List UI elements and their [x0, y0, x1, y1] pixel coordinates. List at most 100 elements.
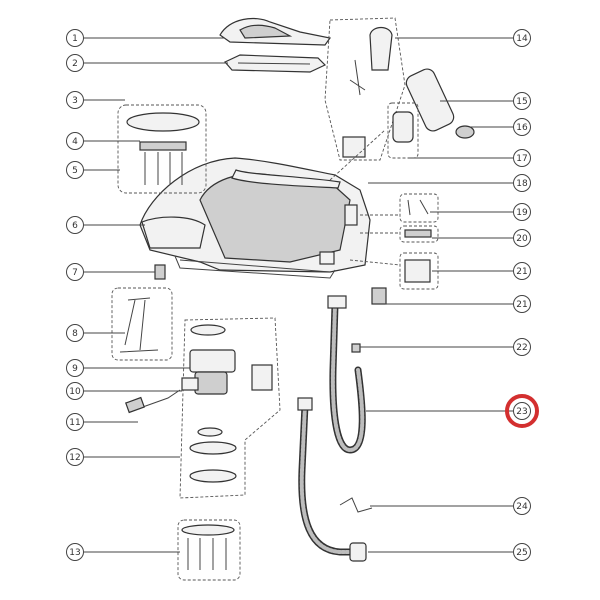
callout-6: 6 [66, 216, 145, 234]
callout-circle [66, 216, 84, 234]
callout-5: 5 [66, 161, 120, 179]
callout-number: 11 [69, 418, 80, 428]
callout-number: 18 [516, 179, 528, 189]
callout-number: 24 [516, 502, 528, 512]
callout-number: 15 [516, 97, 527, 107]
motor-assembly-group [179, 317, 281, 499]
callout-circle [513, 229, 531, 247]
callout-number: 8 [72, 329, 78, 339]
block-part [342, 136, 366, 158]
valve-group [399, 193, 439, 290]
callout-circle [66, 448, 84, 466]
connector-part [371, 287, 387, 305]
callout-circle [513, 402, 531, 420]
callout-12: 12 [66, 448, 180, 466]
cassette-group [387, 102, 419, 159]
callout-14: 14 [395, 29, 531, 47]
callout-7: 7 [66, 263, 155, 281]
hose-23-part [327, 295, 366, 454]
highlight-ring [505, 394, 539, 428]
callout-number: 21 [516, 267, 527, 277]
callout-number: 21 [516, 300, 527, 310]
callout-number: 20 [516, 234, 528, 244]
callout-18: 18 [368, 174, 531, 192]
callout-number: 2 [72, 59, 78, 69]
callout-24: 24 [370, 497, 531, 515]
callout-circle [513, 29, 531, 47]
main-body-part [139, 157, 371, 279]
callout-circle [66, 324, 84, 342]
callout-21: 21 [385, 295, 531, 313]
gasket-part [224, 54, 327, 73]
callout-number: 6 [72, 221, 78, 231]
callout-number: 17 [516, 154, 527, 164]
cable-part [125, 389, 181, 414]
callout-circle [513, 149, 531, 167]
callout-circle [66, 543, 84, 561]
handle-part [219, 17, 332, 46]
callout-number: 3 [72, 96, 78, 106]
callout-circle [66, 263, 84, 281]
connection-lines [329, 129, 401, 266]
callout-19: 19 [430, 203, 531, 221]
callout-17: 17 [408, 149, 531, 167]
callout-number: 5 [72, 166, 78, 176]
callout-circle [66, 54, 84, 72]
filter-cartridge-part [405, 68, 475, 139]
callout-number: 19 [516, 208, 528, 218]
washer-part [351, 343, 361, 353]
callout-1: 1 [66, 29, 225, 47]
right-callouts: 14 15 16 17 18 19 20 21 21 22 23 24 25 [360, 29, 539, 561]
hose-25-part [297, 397, 367, 562]
callout-23: 23 [366, 394, 539, 428]
callout-2: 2 [66, 54, 228, 72]
callout-number: 7 [72, 268, 78, 278]
callout-circle [66, 29, 84, 47]
callout-21: 21 [432, 262, 531, 280]
lid-assembly-group [117, 104, 207, 194]
spring-clip-part [339, 497, 373, 513]
callout-circle [513, 543, 531, 561]
callout-circle [513, 92, 531, 110]
callout-number: 16 [516, 123, 528, 133]
callout-number: 25 [516, 548, 527, 558]
callout-circle [66, 161, 84, 179]
callout-11: 11 [66, 413, 138, 431]
callout-number: 22 [516, 343, 527, 353]
callout-circle [513, 338, 531, 356]
callout-number: 1 [72, 34, 78, 44]
callout-number: 10 [69, 387, 81, 397]
callout-13: 13 [66, 543, 180, 561]
callout-circle [513, 203, 531, 221]
callout-16: 16 [470, 118, 531, 136]
clip-part [154, 264, 166, 280]
callout-10: 10 [66, 382, 182, 400]
callout-8: 8 [66, 324, 125, 342]
callout-9: 9 [66, 359, 190, 377]
callout-number: 4 [72, 137, 78, 147]
callout-circle [66, 132, 84, 150]
callout-15: 15 [440, 92, 531, 110]
callout-circle [66, 382, 84, 400]
callout-number: 23 [516, 407, 527, 417]
bracket-group [111, 287, 173, 361]
screw-set-group [177, 519, 241, 581]
callout-circle [513, 295, 531, 313]
callout-circle [66, 359, 84, 377]
callout-number: 9 [72, 364, 78, 374]
callout-3: 3 [66, 91, 125, 109]
callout-20: 20 [432, 229, 531, 247]
callout-22: 22 [360, 338, 531, 356]
callout-circle [513, 262, 531, 280]
callout-4: 4 [66, 132, 140, 150]
pipe-fittings-group [324, 17, 406, 161]
callout-number: 12 [69, 453, 80, 463]
callout-circle [66, 91, 84, 109]
callout-circle [513, 174, 531, 192]
callout-25: 25 [368, 543, 531, 561]
callout-number: 13 [69, 548, 80, 558]
callout-circle [513, 118, 531, 136]
callout-circle [66, 413, 84, 431]
